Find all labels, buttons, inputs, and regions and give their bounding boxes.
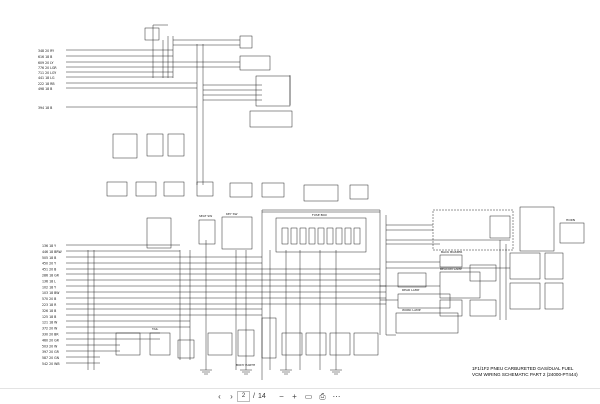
rear-lamp-label: REAR LAMP: [402, 288, 419, 292]
wire-label-left: 503 20 W: [42, 344, 58, 348]
wire-labels-left: 136 18 Y 446 18 BRW 505 18 B 450 20 Y 451 20…: [42, 244, 62, 366]
prev-page-icon[interactable]: ‹: [218, 392, 221, 401]
wire-label-left: 446 18 BRW: [42, 250, 62, 254]
tail-label: TAIL: [151, 327, 159, 331]
wire-label-left: 121 18 W: [42, 321, 58, 325]
work-lamp-label: WORK LAMP: [402, 308, 421, 312]
body-earth-label: BODY EARTH: [236, 363, 255, 367]
wire-label-top: 394 18 B: [38, 106, 52, 110]
pdf-toolbar: ‹ › 2 / 14 − + ▭ ⎙ ⋯: [0, 388, 600, 404]
wire-label-left: 223 18 R: [42, 303, 57, 307]
zoom-in-icon[interactable]: +: [292, 392, 297, 401]
wire-label-left: 136 18 L: [42, 279, 56, 283]
title-line-1: 1F1/1F2 PNEU CARBURETED GAS/DUAL FUEL: [472, 366, 574, 371]
top-harness: [66, 24, 291, 185]
page-indicator: 2 / 14: [237, 391, 266, 402]
wire-label-left: 450 20 Y: [42, 262, 56, 266]
key-switch-label: KEY SW: [226, 212, 238, 216]
bottom-components: [115, 317, 379, 359]
wire-label-left: 587 20 GN: [42, 356, 60, 360]
total-pages: 14: [257, 393, 266, 400]
indicator-blocks: [106, 133, 369, 250]
more-options-icon[interactable]: ⋯: [332, 392, 341, 401]
wire-label-top: 711 20 LGY: [38, 71, 56, 75]
wire-label-left: 330 20 BR: [42, 333, 59, 337]
wire-label-top: 498 18 B: [38, 87, 52, 91]
next-page-icon[interactable]: ›: [230, 392, 233, 401]
wire-label-top: 776 20 LGR: [38, 66, 57, 70]
fuse-box-label: FUSE BOX: [312, 213, 327, 217]
wire-label-left: 505 18 B: [42, 256, 56, 260]
wire-label-left: 136 18 Y: [42, 244, 56, 248]
seat-switch-label: SEAT SW: [199, 214, 212, 218]
wire-label-top: 348 20 RY: [38, 49, 54, 53]
print-icon[interactable]: ⎙: [319, 391, 326, 401]
schematic-title-block: 1F1/1F2 PNEU CARBURETED GAS/DUAL FUEL VC…: [472, 366, 598, 377]
wire-label-left: 102 18 Y: [42, 285, 56, 289]
page-number-input[interactable]: 2: [237, 391, 250, 402]
wire-label-left: 326 18 B: [42, 309, 56, 313]
wire-label-left: 460 20 GR: [42, 338, 60, 342]
fuse-cells: [281, 227, 361, 245]
title-line-2: VCM WIRING SCHEMATIC PART 2 (24000-PT444…: [472, 371, 578, 377]
wire-label-left: 372 20 W: [42, 327, 58, 331]
wire-label-top: 609 20 LY: [38, 61, 54, 65]
wire-label-left: 397 20 GR: [42, 350, 60, 354]
wire-label-left: 570 20 B: [42, 297, 56, 301]
wire-label-left: 125 18 B: [42, 315, 56, 319]
zoom-out-icon[interactable]: −: [279, 392, 284, 401]
horn-label: HORN: [566, 218, 575, 222]
wire-label-left: 451 20 B: [42, 268, 56, 272]
wire-label-left: 286 18 GR: [42, 274, 60, 278]
wire-label-top: 222 18 RB: [38, 82, 55, 86]
page-separator: /: [253, 393, 255, 400]
main-harness: [66, 224, 510, 370]
wire-label-left: 542 20 WB: [42, 362, 60, 366]
wire-label-left: 103 18 BW: [42, 291, 60, 295]
wire-label-top: 441 18 LG: [38, 76, 55, 80]
fuse-box: [275, 217, 367, 253]
back-buzzer-label: BACK BUZZER: [441, 250, 462, 254]
wire-label-top: 616 18 B: [38, 55, 52, 59]
earth-symbols: [200, 369, 342, 375]
beacon-label: BEACON LAMP: [440, 267, 462, 271]
fit-page-icon[interactable]: ▭: [304, 392, 313, 401]
